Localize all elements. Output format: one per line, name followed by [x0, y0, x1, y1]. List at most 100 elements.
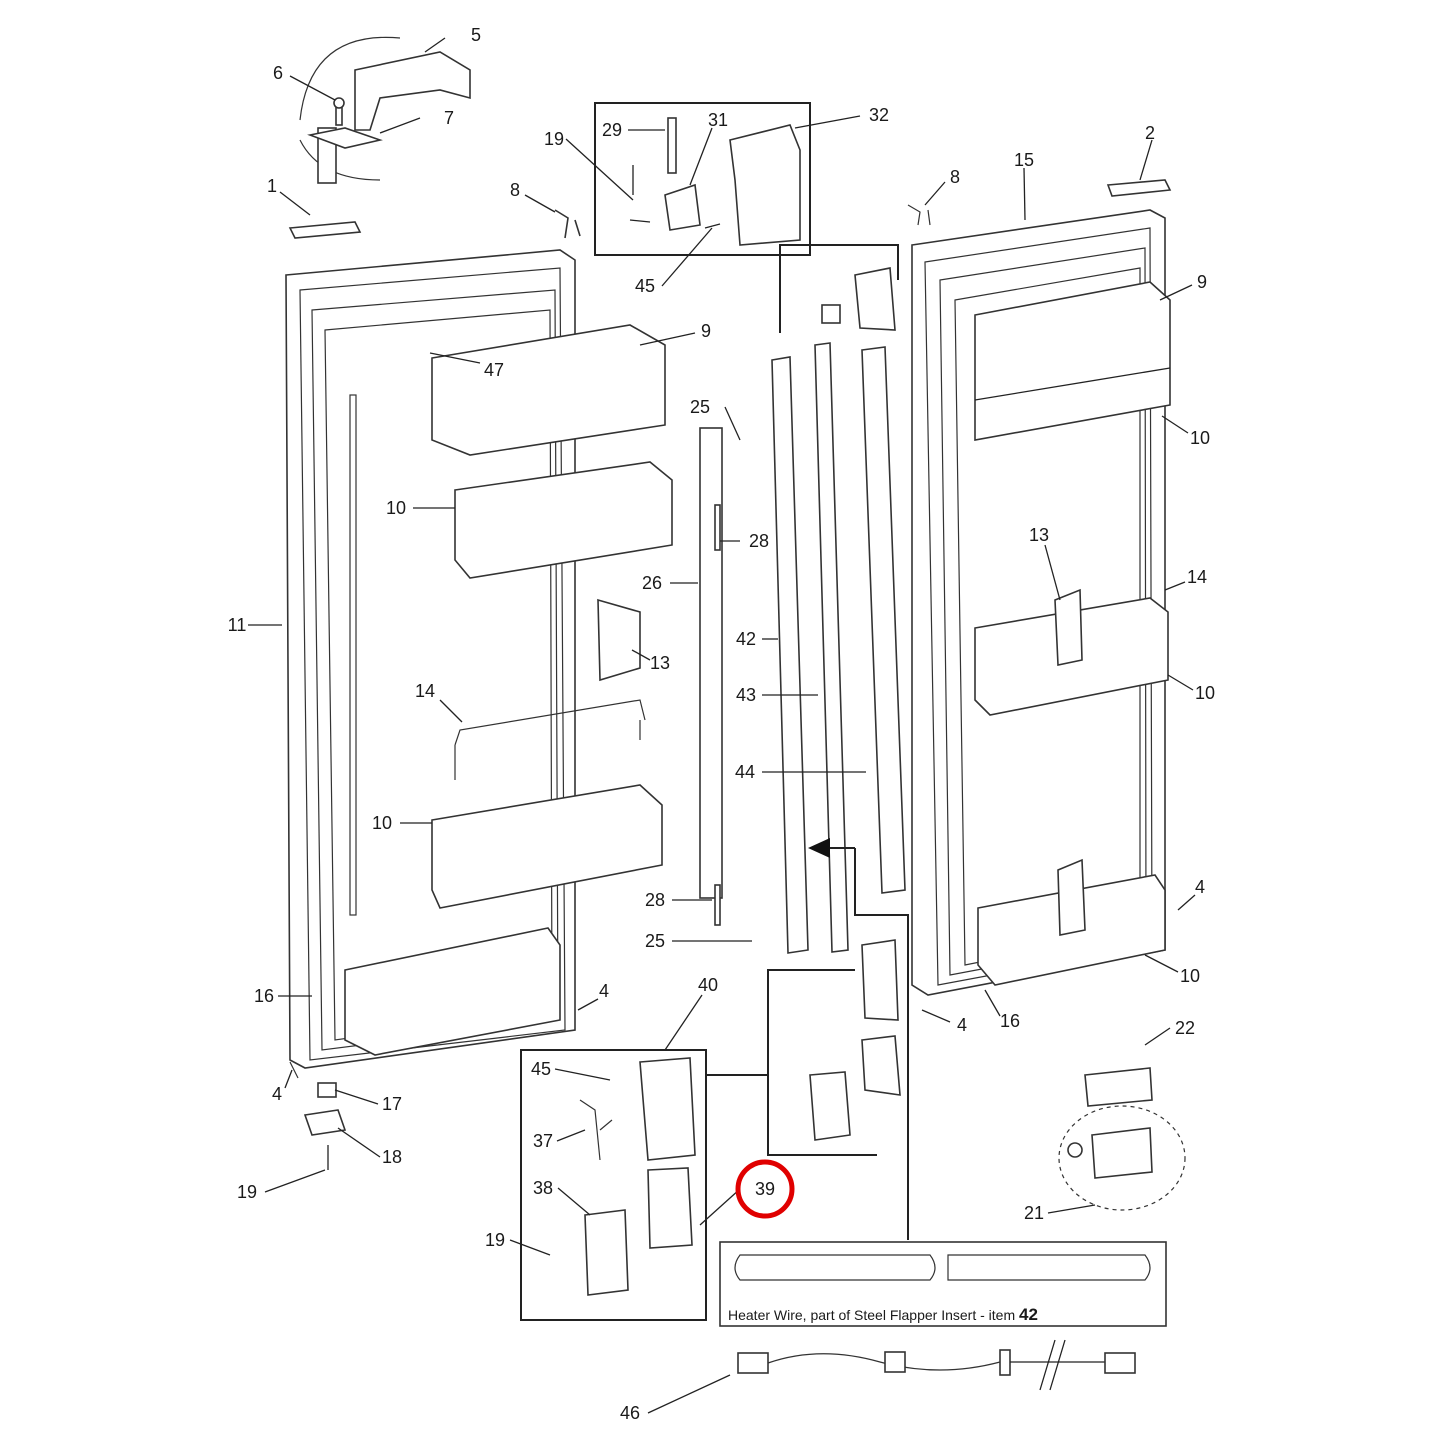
leader-line-25: [724, 406, 741, 441]
callout-17: 17: [382, 1094, 402, 1114]
leader-line-4: [921, 1009, 951, 1023]
leader-line-39: [699, 1188, 741, 1226]
callout-8: 8: [950, 167, 960, 187]
leader-line-6: [289, 75, 336, 101]
callout-26: 26: [642, 573, 662, 593]
leader-line-15: [1023, 167, 1026, 221]
callout-39: 39: [755, 1179, 775, 1199]
callout-4: 4: [599, 981, 609, 1001]
callout-19: 19: [544, 129, 564, 149]
leader-line-14: [1164, 581, 1186, 591]
leader-line-37: [556, 1129, 586, 1142]
callout-8: 8: [510, 180, 520, 200]
door-handle-part-26: [699, 427, 723, 899]
dairy-door-part-9: [974, 281, 1171, 441]
top-hinge-assembly: [299, 36, 471, 184]
callout-4: 4: [957, 1015, 967, 1035]
callout-16: 16: [1000, 1011, 1020, 1031]
cover-part-22: [1084, 1067, 1153, 1107]
leader-line-32: [794, 115, 861, 129]
leader-line-14: [439, 699, 463, 723]
leader-line-22: [1144, 1027, 1171, 1046]
leader-line-8: [924, 181, 946, 206]
leader-line-31: [689, 127, 713, 186]
callout-25: 25: [690, 397, 710, 417]
leader-line-9: [1159, 284, 1193, 301]
callout-4: 4: [1195, 877, 1205, 897]
hinge-cam-kit-box: [520, 1049, 707, 1321]
hinge-kit-box: [594, 102, 811, 256]
door-bin-part-10a: [454, 461, 673, 579]
flapper-insert-part-42: [771, 356, 809, 954]
leader-line-13: [1044, 544, 1061, 601]
cover-part-21: [1091, 1127, 1153, 1179]
leader-line-7: [379, 117, 421, 134]
callout-10: 10: [1180, 966, 1200, 986]
leader-line-8: [524, 194, 556, 213]
leader-line-1: [279, 191, 311, 216]
callout-9: 9: [1197, 272, 1207, 292]
highlight-circle: [735, 1159, 795, 1219]
callout-29: 29: [602, 120, 622, 140]
callout-7: 7: [444, 108, 454, 128]
leader-line-2: [1139, 139, 1153, 181]
callout-31: 31: [708, 110, 728, 130]
leader-line-47: [429, 352, 481, 364]
callout-10: 10: [372, 813, 392, 833]
callout-15: 15: [1014, 150, 1034, 170]
callout-13: 13: [1029, 525, 1049, 545]
leader-line-46: [647, 1374, 731, 1414]
callout-16: 16: [254, 986, 274, 1006]
callout-4: 4: [272, 1084, 282, 1104]
callout-44: 44: [735, 762, 755, 782]
heater-caption: Heater Wire, part of Steel Flapper Inser…: [728, 1305, 1038, 1324]
callout-10: 10: [386, 498, 406, 518]
door-bin-part-10b: [431, 784, 663, 909]
leader-line-17: [334, 1089, 379, 1105]
clip-part-8: [554, 209, 581, 239]
leader-line-16: [984, 989, 1001, 1017]
leader-line-19: [264, 1169, 326, 1193]
door-bin-bottom: [344, 927, 561, 1056]
callout-11: 11: [228, 615, 247, 635]
callout-9: 9: [701, 321, 711, 341]
callout-25: 25: [645, 931, 665, 951]
top-cap-part-1: [288, 221, 362, 239]
dairy-bin-part-9: [431, 324, 666, 456]
callout-43: 43: [736, 685, 756, 705]
callout-13: 13: [650, 653, 670, 673]
divider-part-13: [597, 598, 641, 682]
wire-harness-part-46: [737, 1339, 1136, 1391]
flapper-gasket-part-44: [861, 346, 906, 894]
callout-18: 18: [382, 1147, 402, 1167]
callout-45: 45: [531, 1059, 551, 1079]
callout-28: 28: [749, 531, 769, 551]
callout-5: 5: [471, 25, 481, 45]
callout-22: 22: [1175, 1018, 1195, 1038]
callout-40: 40: [698, 975, 718, 995]
callout-37: 37: [533, 1131, 553, 1151]
leader-line-5: [424, 37, 446, 53]
callout-10: 10: [1195, 683, 1215, 703]
leader-line-9: [639, 332, 696, 346]
leader-line-10: [1144, 954, 1179, 973]
callout-38: 38: [533, 1178, 553, 1198]
callout-28: 28: [645, 890, 665, 910]
leader-line-45: [554, 1068, 611, 1081]
flapper-part-43: [814, 342, 849, 953]
callout-46: 46: [620, 1403, 640, 1423]
callout-10: 10: [1190, 428, 1210, 448]
leader-line-38: [557, 1187, 591, 1216]
heater-wire-panel: [719, 1241, 1167, 1327]
retainer-bar-part-14: [454, 699, 646, 780]
callout-21: 21: [1024, 1203, 1044, 1223]
leader-line-4: [284, 1069, 293, 1089]
leader-line-19: [565, 138, 634, 201]
callout-42: 42: [736, 629, 756, 649]
callout-14: 14: [415, 681, 435, 701]
callout-6: 6: [273, 63, 283, 83]
callout-14: 14: [1187, 567, 1207, 587]
leader-line-19: [509, 1239, 551, 1256]
